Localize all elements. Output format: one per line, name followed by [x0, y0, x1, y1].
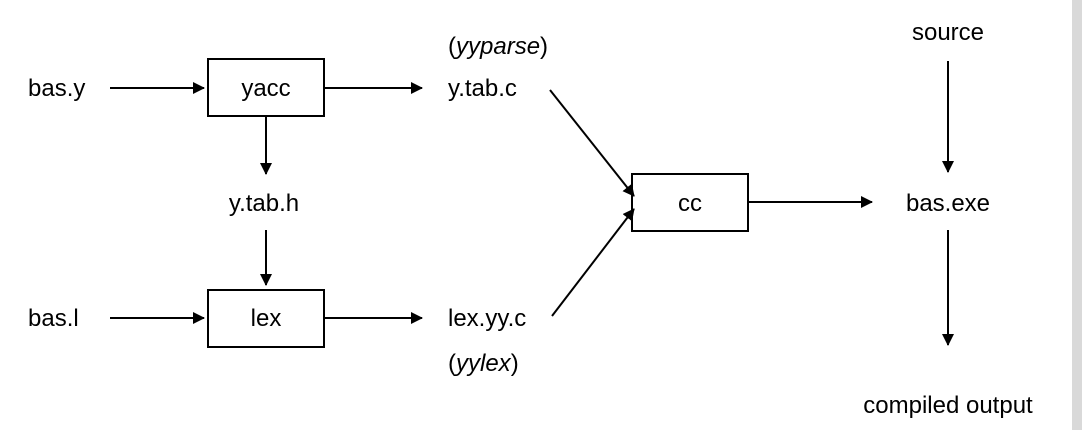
yyparse-close-paren: ): [540, 33, 548, 60]
node-y-tab-h: y.tab.h: [229, 190, 299, 217]
lex-label: lex: [251, 305, 282, 332]
yacc-label: yacc: [241, 75, 290, 102]
edge-y-tab-c-to-cc: [549, 89, 635, 197]
yacc-box: [207, 58, 325, 117]
cc-label: cc: [678, 190, 702, 217]
yylex-open-paren: (: [448, 350, 456, 377]
node-compiled-output: compiled output: [863, 392, 1033, 419]
cc-box: [631, 173, 749, 232]
node-source: source: [912, 19, 984, 46]
lex-box: [207, 289, 325, 348]
node-yyparse-annotation: (yyparse): [448, 33, 548, 60]
node-bas-l: bas.l: [28, 305, 79, 332]
edge-lex-yy-c-to-cc: [551, 208, 635, 317]
node-yylex-annotation: (yylex): [448, 350, 519, 377]
node-y-tab-c: y.tab.c: [448, 75, 517, 102]
node-lex-yy-c: lex.yy.c: [448, 305, 526, 332]
node-bas-y: bas.y: [28, 75, 85, 102]
right-edge-bar: [1072, 0, 1082, 430]
yyparse-name: yyparse: [454, 33, 540, 60]
yylex-name: yylex: [454, 350, 512, 377]
yyparse-open-paren: (: [448, 33, 456, 60]
node-bas-exe: bas.exe: [906, 190, 990, 217]
yylex-close-paren: ): [511, 350, 519, 377]
